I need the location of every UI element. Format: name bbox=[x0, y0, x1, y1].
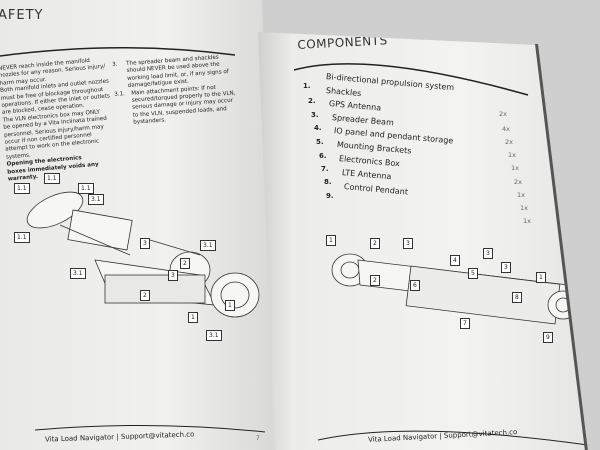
callout-label: 3.1 bbox=[88, 194, 104, 205]
callout-label: 6 bbox=[410, 280, 420, 291]
left-page-title: AFETY bbox=[0, 8, 44, 23]
callout-label: 3 bbox=[168, 270, 178, 281]
callout-label: 3.1 bbox=[206, 330, 222, 341]
page-number: 7 bbox=[256, 435, 260, 442]
callout-label: 1.1 bbox=[14, 183, 30, 194]
callout-label: 3 bbox=[140, 238, 150, 249]
callout-label: 2 bbox=[180, 258, 190, 269]
callout-label: 1 bbox=[536, 272, 546, 283]
callout-label: 1 bbox=[326, 235, 336, 246]
callout-label: 7 bbox=[460, 318, 470, 329]
right-page: COMPONENTS 1.Bi-directional propulsion s… bbox=[258, 32, 588, 450]
callout-label: 3 bbox=[403, 238, 413, 249]
callout-label: 9 bbox=[543, 332, 553, 343]
callout-label: 1.1 bbox=[44, 173, 60, 184]
callout-label: 2 bbox=[370, 275, 380, 286]
header-divider bbox=[0, 47, 266, 433]
callout-label: 5 bbox=[468, 268, 478, 279]
callout-label: 1.1 bbox=[14, 232, 30, 243]
callout-label: 1 bbox=[188, 312, 198, 323]
callout-label: 1.1 bbox=[78, 183, 94, 194]
header-divider bbox=[293, 63, 588, 446]
callout-label: 2 bbox=[140, 290, 150, 301]
callout-label: 3 bbox=[483, 248, 493, 259]
callout-label: 8 bbox=[512, 292, 522, 303]
assembly-diagram-left bbox=[26, 191, 260, 318]
callout-label: 1 bbox=[225, 300, 235, 311]
callout-label: 4 bbox=[450, 255, 460, 266]
callout-label: 3.1 bbox=[200, 240, 216, 251]
callout-label: 3 bbox=[501, 262, 511, 273]
callout-label: 3.1 bbox=[70, 268, 86, 279]
callout-label: 2 bbox=[370, 238, 380, 249]
